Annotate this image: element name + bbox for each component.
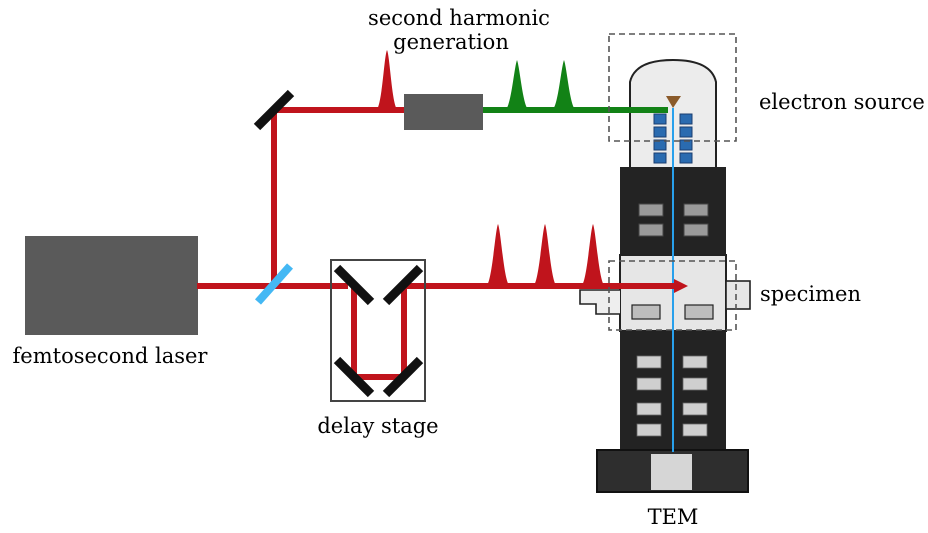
pulse-shg-input [376, 50, 398, 110]
specimen-holder-left [579, 289, 620, 315]
delay-mirror-bottom-right-icon [382, 356, 424, 398]
shg-crystal [404, 94, 483, 130]
electron-emitter-tip [666, 96, 681, 108]
specimen-holder-right [725, 280, 751, 310]
specimen-label: specimen [760, 282, 861, 306]
delay-mirror-top-left-icon [333, 264, 375, 306]
laser-beam-paths [197, 107, 680, 380]
delay-mirror-top-right-icon [382, 264, 424, 306]
pulse-3 [581, 224, 605, 286]
electron-gun-electrodes [653, 113, 693, 164]
delay-stage-frame [330, 259, 426, 402]
femtosecond-laser [25, 236, 198, 335]
delay-mirror-bottom-left-icon [333, 356, 375, 398]
shg-pulse-1 [505, 60, 529, 110]
tem-column [579, 58, 751, 493]
beam-splitter-icon [255, 263, 293, 305]
shg-label-line2: generation [393, 30, 509, 54]
femtosecond-laser-label: femtosecond laser [13, 344, 209, 368]
shg-label-line1: second harmonic [368, 6, 550, 30]
shg-pulse-2 [552, 60, 576, 110]
electron-source-label: electron source [759, 90, 925, 114]
fold-mirror-icon [253, 89, 295, 131]
delay-stage-label: delay stage [317, 414, 438, 438]
laser-beam-arrowhead [674, 279, 688, 293]
shg-pulses [505, 60, 576, 110]
pulse-2 [533, 224, 557, 286]
pulse-1 [486, 224, 510, 286]
viewing-screen [651, 454, 692, 490]
specimen-highlight-box [608, 260, 737, 331]
pump-pulses [376, 50, 605, 286]
electron-source-highlight-box [608, 33, 737, 142]
tem-label: TEM [648, 505, 699, 529]
delay-stage-mirrors [333, 264, 424, 398]
